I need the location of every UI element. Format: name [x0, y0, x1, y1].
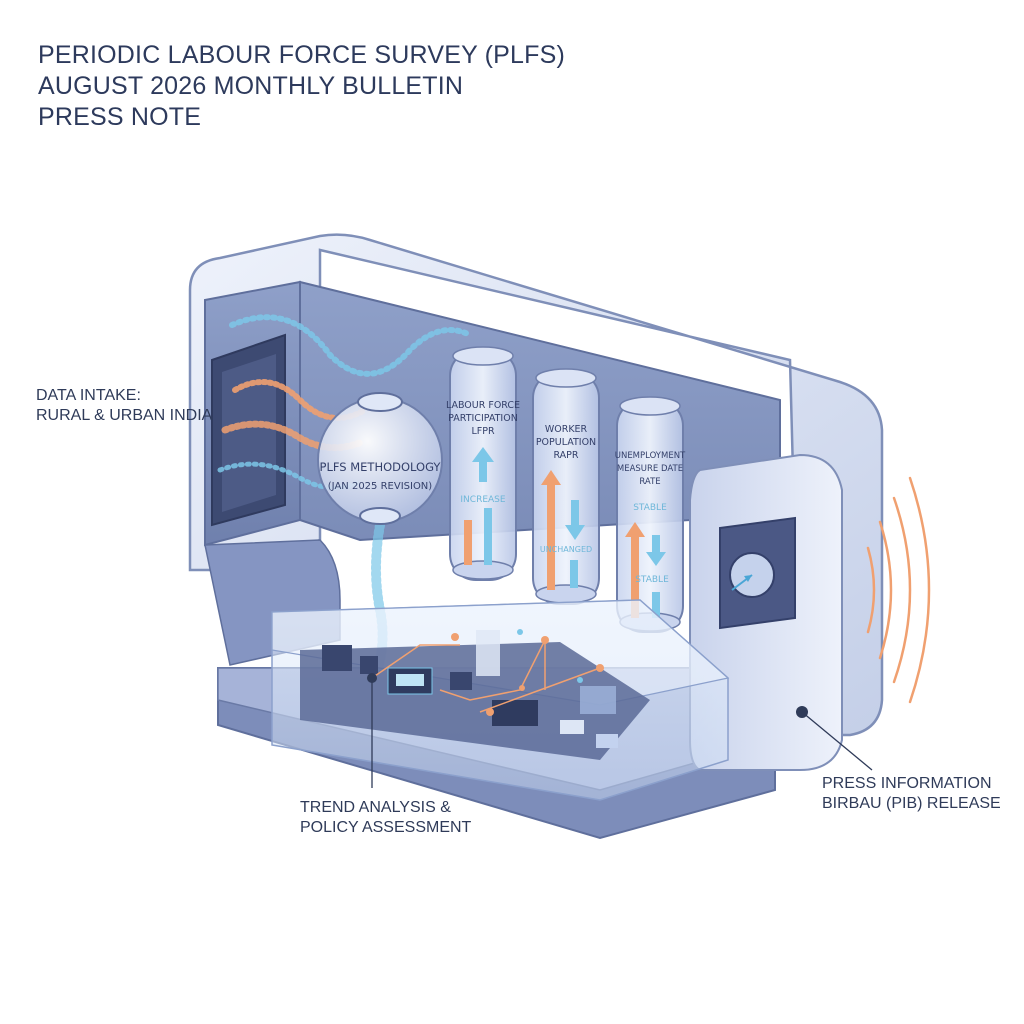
title-line-survey: PERIODIC LABOUR FORCE SURVEY (PLFS): [38, 41, 566, 69]
tube-ur-line1: UNEMPLOYMENT: [615, 451, 686, 461]
trend-analysis-line2: POLICY ASSESSMENT: [300, 819, 472, 836]
methodology-label-line2: (JAN 2025 REVISION): [328, 481, 433, 492]
trend-analysis-line1: TREND ANALYSIS &: [300, 799, 451, 816]
tube-ur-tag: STABLE: [633, 503, 667, 513]
pib-release-line2: BIRBAU (PIB) RELEASE: [822, 795, 1001, 812]
methodology-sphere: PLFS METHODOLOGY (JAN 2025 REVISION): [317, 392, 443, 525]
indicator-tube-ur: UNEMPLOYMENT MEASURE DATE RATE STABLE ST…: [615, 396, 686, 633]
title-line-press-note: PRESS NOTE: [38, 103, 202, 131]
tube-lfpr-line1: LABOUR FORCE: [446, 400, 520, 411]
indicator-tube-wpr: WORKER POPULATION RAPR UNCHANGED: [532, 368, 600, 605]
pib-release-label: PRESS INFORMATION BIRBAU (PIB) RELEASE: [822, 774, 1001, 814]
bulletin-title: PERIODIC LABOUR FORCE SURVEY (PLFS) AUGU…: [38, 40, 565, 133]
down-arrow-icon: [565, 500, 585, 540]
tube-ur-line3: RATE: [639, 477, 660, 487]
data-intake-line2: RURAL & URBAN INDIA: [36, 407, 213, 424]
leader-lines: [367, 673, 873, 788]
tube-wpr-line2: POPULATION: [536, 437, 596, 448]
tube-wpr-line1: WORKER: [545, 424, 588, 435]
tube-lfpr-tag: INCREASE: [460, 495, 505, 505]
data-intake-line1: DATA INTAKE:: [36, 387, 141, 404]
methodology-label-line1: PLFS METHODOLOGY: [320, 460, 442, 474]
tube-lfpr-line3: LFPR: [471, 426, 494, 437]
up-arrow-icon: [472, 447, 494, 482]
up-arrow-icon: [625, 522, 645, 618]
pib-release-line1: PRESS INFORMATION: [822, 775, 992, 792]
tube-wpr-line3: RAPR: [553, 450, 578, 461]
tube-lfpr-line2: PARTICIPATION: [448, 413, 518, 424]
down-arrow-icon: [646, 535, 666, 566]
data-intake-label: DATA INTAKE: RURAL & URBAN INDIA: [36, 386, 212, 426]
tube-ur-tag-secondary: STABLE: [635, 575, 669, 585]
tube-ur-line2: MEASURE DATE: [617, 464, 683, 474]
indicator-tube-lfpr: LABOUR FORCE PARTICIPATION LFPR INCREASE: [446, 346, 520, 581]
up-arrow-icon: [541, 470, 561, 590]
tube-wpr-tag: UNCHANGED: [540, 545, 592, 554]
title-line-bulletin: AUGUST 2026 MONTHLY BULLETIN: [38, 72, 464, 100]
circuit-enclosure: [271, 599, 730, 801]
trend-analysis-label: TREND ANALYSIS & POLICY ASSESSMENT: [300, 798, 471, 838]
broadcast-waves: [866, 476, 931, 704]
